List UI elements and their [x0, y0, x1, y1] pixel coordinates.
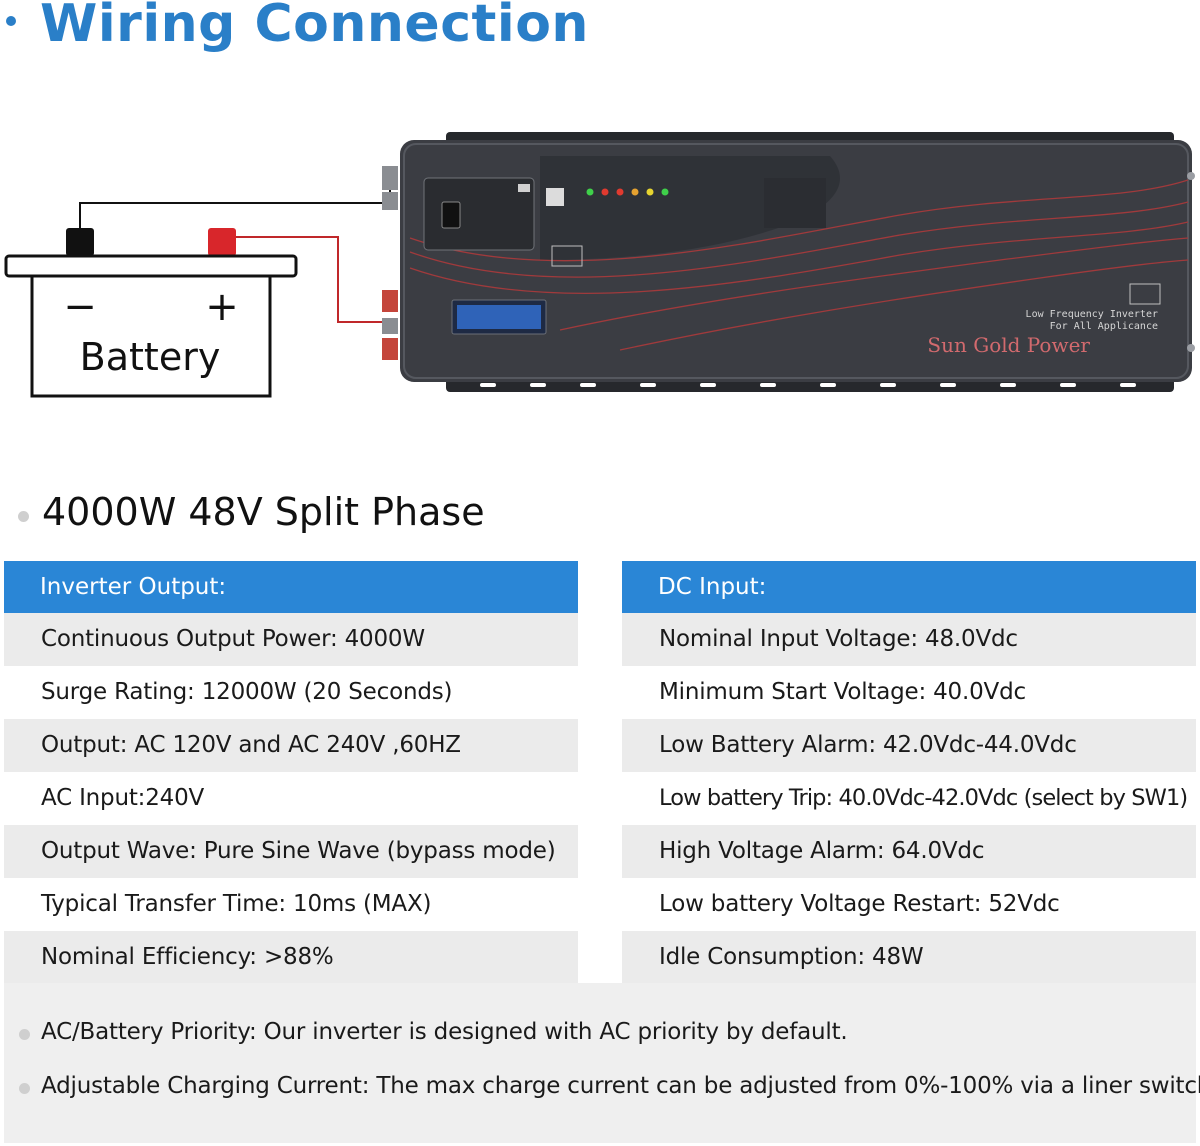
table-row: Nominal Efficiency: >88% — [4, 931, 578, 984]
inverter-brand: Sun Gold Power — [927, 333, 1090, 357]
note-ac-battery-priority: AC/Battery Priority: Our inverter is des… — [41, 1019, 848, 1045]
table-row: Nominal Input Voltage: 48.0Vdc — [622, 613, 1196, 666]
table-row: Idle Consumption: 48W — [622, 931, 1196, 984]
note-bullet-icon — [19, 1083, 30, 1094]
table-row: Low Battery Alarm: 42.0Vdc-44.0Vdc — [622, 719, 1196, 772]
inverter-tagline-line1: Low Frequency Inverter — [1026, 309, 1158, 320]
page-title: Wiring Connection — [40, 0, 589, 54]
table-row: Low battery Voltage Restart: 52Vdc — [622, 878, 1196, 931]
table-row: Continuous Output Power: 4000W — [4, 613, 578, 666]
table-row: Surge Rating: 12000W (20 Seconds) — [4, 666, 578, 719]
battery-icon — [4, 228, 298, 398]
table-row: High Voltage Alarm: 64.0Vdc — [622, 825, 1196, 878]
battery-positive-symbol: + — [205, 284, 239, 330]
negative-wire — [79, 170, 391, 230]
note-bullet-icon — [19, 1029, 30, 1040]
notes-panel: AC/Battery Priority: Our inverter is des… — [4, 983, 1200, 1143]
subtitle-bullet-icon — [18, 511, 29, 522]
note-adjustable-charging: Adjustable Charging Current: The max cha… — [41, 1073, 1200, 1099]
inverter-output-table: Inverter Output: Continuous Output Power… — [4, 561, 578, 984]
inverter-device — [382, 132, 1195, 392]
wiring-diagram: − + Battery — [4, 132, 1195, 398]
battery-negative-symbol: − — [63, 284, 97, 330]
table-row: Output: AC 120V and AC 240V ,60HZ — [4, 719, 578, 772]
dc-input-table: DC Input: Nominal Input Voltage: 48.0Vdc… — [622, 561, 1196, 984]
battery-label: Battery — [80, 335, 221, 379]
table-row: AC Input:240V — [4, 772, 578, 825]
inverter-tagline-line2: For All Applicance — [1050, 321, 1158, 332]
title-bullet-icon — [6, 16, 16, 26]
product-subtitle: 4000W 48V Split Phase — [42, 490, 485, 534]
table-row: Output Wave: Pure Sine Wave (bypass mode… — [4, 825, 578, 878]
inverter-output-header: Inverter Output: — [4, 561, 578, 613]
dc-input-header: DC Input: — [622, 561, 1196, 613]
table-row: Low battery Trip: 40.0Vdc-42.0Vdc (selec… — [622, 772, 1196, 825]
table-row: Minimum Start Voltage: 40.0Vdc — [622, 666, 1196, 719]
table-row: Typical Transfer Time: 10ms (MAX) — [4, 878, 578, 931]
